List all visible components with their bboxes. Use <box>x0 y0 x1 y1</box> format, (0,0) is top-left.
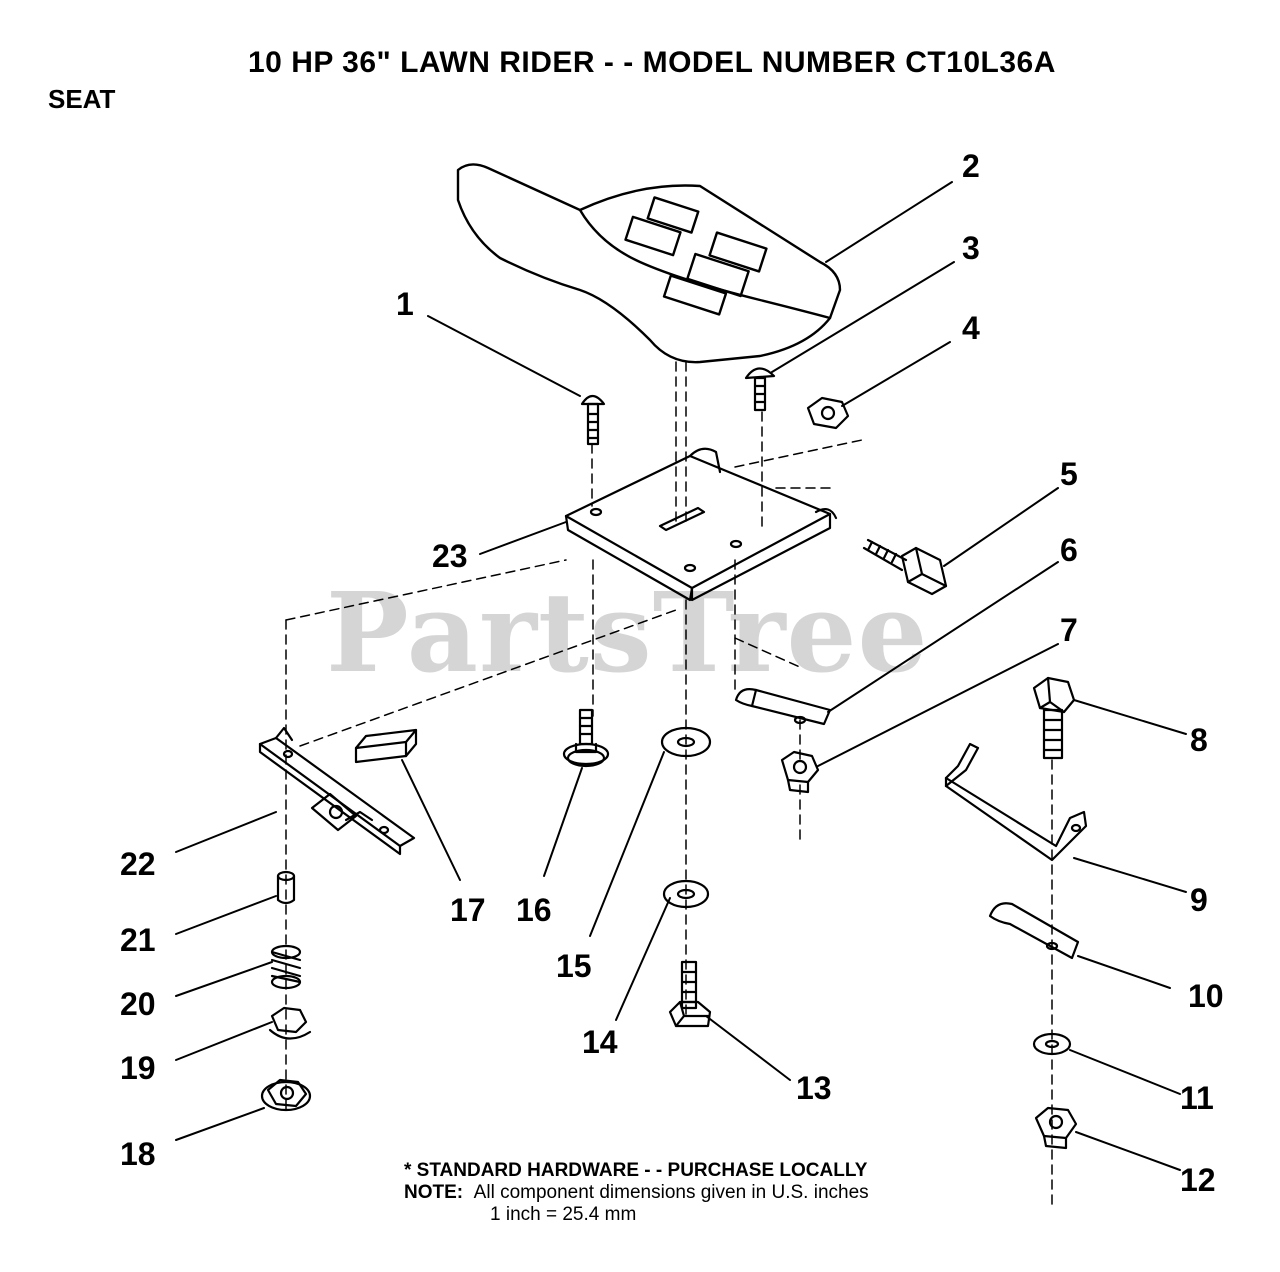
hex-bolt-8 <box>1032 676 1076 760</box>
flange-nut-18 <box>260 1078 312 1112</box>
note-text: All component dimensions given in U.S. i… <box>473 1182 869 1203</box>
callout-7: 7 <box>1060 612 1078 648</box>
callout-4: 4 <box>962 310 980 346</box>
block-17 <box>354 728 418 764</box>
pin-21 <box>276 870 296 905</box>
nut-12 <box>1034 1106 1078 1150</box>
callout-18: 18 <box>120 1136 156 1172</box>
washer-11 <box>1032 1032 1072 1056</box>
hex-bolt-13 <box>668 960 712 1028</box>
screw-3 <box>744 367 776 412</box>
callout-1: 1 <box>396 286 414 322</box>
callout-13: 13 <box>796 1070 832 1106</box>
flange-nut-19 <box>268 1006 312 1040</box>
carriage-bolt-1 <box>580 394 606 446</box>
lock-nut-7 <box>780 750 820 794</box>
assembly-lines <box>285 361 1053 1206</box>
footnote-standard-hardware: * STANDARD HARDWARE - - PURCHASE LOCALLY <box>404 1160 868 1181</box>
footnote: * STANDARD HARDWARE - - PURCHASE LOCALLY… <box>404 1160 869 1226</box>
hex-nut-4 <box>806 396 850 430</box>
shoulder-bolt-16 <box>562 708 610 768</box>
washer-15 <box>660 726 712 758</box>
callout-11: 11 <box>1180 1080 1214 1116</box>
callout-8: 8 <box>1190 722 1208 758</box>
spring-20 <box>270 944 302 990</box>
callout-17: 17 <box>450 892 486 928</box>
callout-10: 10 <box>1188 978 1224 1014</box>
seat-part <box>456 163 842 364</box>
washer-14 <box>662 879 710 909</box>
callout-22: 22 <box>120 846 156 882</box>
section-label: SEAT <box>48 84 116 114</box>
seat-mounting-plate-23 <box>564 447 838 602</box>
callout-16: 16 <box>516 892 552 928</box>
callout-3: 3 <box>962 230 980 266</box>
callout-23: 23 <box>432 538 468 574</box>
callout-14: 14 <box>582 1024 618 1060</box>
bracket-6 <box>734 688 832 726</box>
callout-12: 12 <box>1180 1162 1216 1198</box>
leader-lines <box>175 181 1187 1171</box>
hex-bolt-5 <box>862 538 948 596</box>
callout-20: 20 <box>120 986 156 1022</box>
callout-2: 2 <box>962 148 980 184</box>
callout-19: 19 <box>120 1050 156 1086</box>
callout-5: 5 <box>1060 456 1078 492</box>
callout-9: 9 <box>1190 882 1208 918</box>
footnote-conversion: 1 inch = 25.4 mm <box>490 1204 637 1225</box>
bracket-9 <box>944 742 1088 862</box>
callout-6: 6 <box>1060 532 1078 568</box>
note-label: NOTE: <box>404 1182 464 1203</box>
callout-21: 21 <box>120 922 156 958</box>
footnote-note: NOTE: All component dimensions given in … <box>404 1182 869 1204</box>
latch-plate-22 <box>258 726 416 856</box>
diagram-title: 10 HP 36" LAWN RIDER - - MODEL NUMBER CT… <box>248 46 1056 79</box>
callout-15: 15 <box>556 948 592 984</box>
bracket-10 <box>988 902 1080 960</box>
